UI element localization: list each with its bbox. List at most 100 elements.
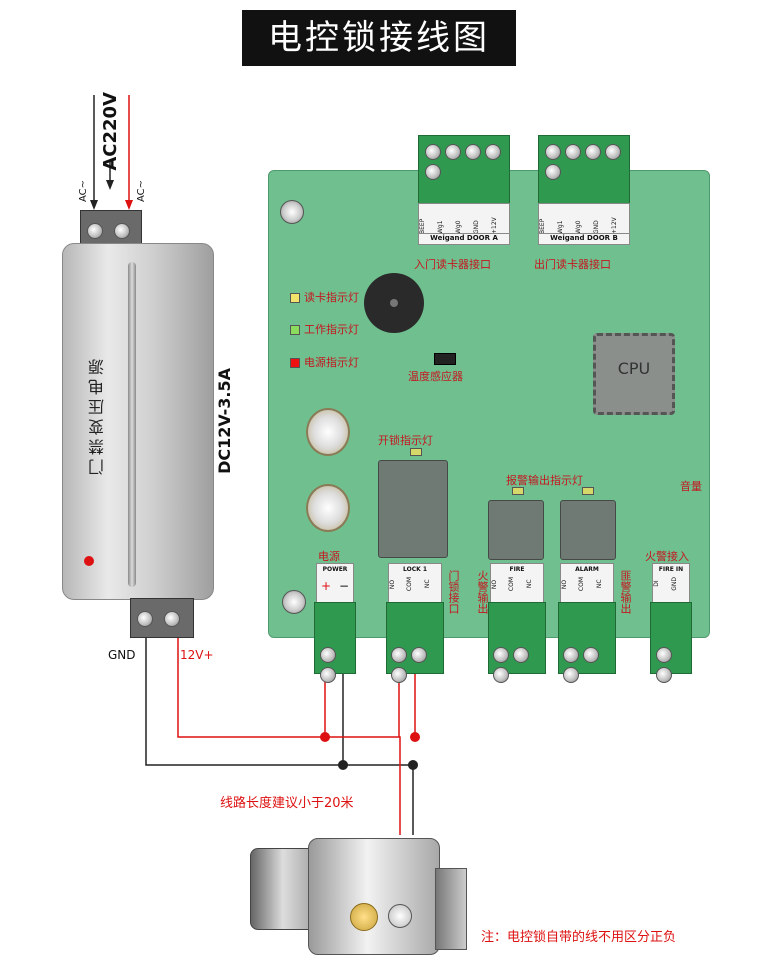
pin-label: Wg0 — [455, 220, 462, 234]
alarm-terminal-header: ALARM NO COM NC — [560, 563, 614, 603]
led-read-label: 读卡指示灯 — [304, 291, 359, 304]
pin-label: NO — [491, 579, 498, 589]
psu-screw-icon — [164, 611, 181, 627]
cpu-chip — [593, 333, 675, 415]
fire-header-text: FIRE — [509, 566, 525, 573]
pin-label: BEEP — [419, 218, 426, 234]
power-terminal — [314, 602, 356, 683]
pin-label: COM — [578, 577, 586, 592]
pin-label: DI — [653, 580, 660, 588]
alarm-side-label: 匪警输出 — [619, 570, 632, 614]
fire-terminal-header: FIRE NO COM NC — [490, 563, 544, 603]
reader-b-label: 出门读卡器接口 — [534, 258, 611, 271]
pin-label: GND — [671, 577, 678, 591]
pin-label: Wg0 — [575, 220, 582, 234]
lock-note: 注：电控锁自带的线不用区分正负 — [481, 930, 677, 945]
pin-label: COM — [508, 577, 516, 592]
psu-screw-icon — [137, 611, 153, 627]
pin-label: NC — [525, 579, 533, 589]
reader-a-label: 入门读卡器接口 — [414, 258, 491, 271]
screw-icon — [656, 667, 672, 683]
led-power: 电源指示灯 — [290, 354, 359, 370]
pin-label: Wg1 — [557, 220, 564, 234]
led-power-label: 电源指示灯 — [304, 356, 359, 369]
reader-a-header: Weigand DOOR A — [418, 233, 510, 245]
pin-label: NO — [561, 579, 568, 589]
screw-icon — [425, 164, 441, 180]
led-yellow-icon — [290, 293, 300, 303]
pin-label: NC — [595, 579, 603, 589]
psu-screw-icon — [87, 223, 103, 239]
fire-in-terminal-header: FIRE IN DI GND — [652, 563, 690, 603]
alarm-led-icon — [582, 487, 594, 495]
ac-arrow-left — [90, 200, 98, 210]
v12-label: 12V+ — [180, 648, 214, 662]
reader-b-pins: BEEP Wg1 Wg0 GND +12V — [538, 203, 630, 235]
power-minus: − — [338, 579, 350, 593]
temp-sensor-icon — [434, 353, 456, 365]
screw-icon — [656, 647, 672, 663]
led-red-icon — [290, 358, 300, 368]
screw-icon — [545, 164, 561, 180]
pin-label: BEEP — [539, 218, 546, 234]
screw-icon — [411, 647, 427, 663]
fire-side-label: 火警输出 — [476, 570, 489, 614]
power-label: 电源 — [318, 550, 340, 563]
pin-label: NO — [389, 579, 396, 589]
unlock-led-icon — [410, 448, 422, 456]
led-work: 工作指示灯 — [290, 321, 359, 337]
lock-terminal — [386, 602, 444, 683]
screw-icon — [465, 144, 481, 160]
ac-left-label: AC~ — [78, 180, 89, 203]
screw-icon — [320, 667, 336, 683]
psu-body-label: 门禁变压电源 — [88, 355, 107, 475]
screw-icon — [391, 647, 407, 663]
ac-input-label: AC220V — [100, 92, 121, 171]
pin-label: +12V — [611, 217, 618, 234]
alarm-terminal — [558, 602, 616, 683]
mount-hole-icon — [282, 590, 306, 614]
fire-terminal — [488, 602, 546, 683]
alarm-header-text: ALARM — [575, 566, 599, 573]
pin-label: NC — [423, 579, 431, 589]
screw-icon — [320, 647, 336, 663]
screw-icon — [563, 647, 579, 663]
screw-icon — [583, 647, 599, 663]
cpu-label: CPU — [617, 359, 651, 378]
fire-relay — [488, 500, 544, 560]
pin-label: COM — [406, 577, 414, 592]
ac-arrow-right — [125, 200, 133, 210]
screw-icon — [585, 144, 601, 160]
pin-label: GND — [593, 220, 600, 234]
mount-hole-icon — [280, 200, 304, 224]
screw-icon — [565, 144, 581, 160]
fire-input-label: 火警接入 — [645, 550, 689, 563]
buzzer-icon — [364, 273, 424, 333]
screw-icon — [605, 144, 621, 160]
battery-icon — [306, 408, 350, 456]
screw-icon — [563, 667, 579, 683]
page-title: 电控锁接线图 — [242, 10, 516, 66]
screw-icon — [513, 647, 529, 663]
reader-b-header: Weigand DOOR B — [538, 233, 630, 245]
volume-label: 音量 — [680, 480, 702, 493]
psu-indicator-dot — [84, 556, 94, 566]
junction-red-2 — [410, 732, 420, 742]
alarm-relay — [560, 500, 616, 560]
junction-black-1 — [338, 760, 348, 770]
led-green-icon — [290, 325, 300, 335]
v12-wire — [177, 635, 401, 835]
electric-lock-icon — [250, 838, 475, 958]
pin-label: Wg1 — [437, 220, 444, 234]
screw-icon — [493, 647, 509, 663]
wiring-note: 线路长度建议小于20米 — [220, 796, 354, 811]
led-read: 读卡指示灯 — [290, 289, 359, 305]
psu-groove — [128, 262, 136, 587]
power-terminal-header: POWER + − — [316, 563, 354, 603]
screw-icon — [391, 667, 407, 683]
junction-red-1 — [320, 732, 330, 742]
fire-in-header-text: FIRE IN — [658, 566, 684, 573]
psu-bottom-terminal — [130, 598, 194, 638]
gnd-label: GND — [108, 648, 136, 662]
ac-right-label: AC~ — [136, 180, 147, 203]
